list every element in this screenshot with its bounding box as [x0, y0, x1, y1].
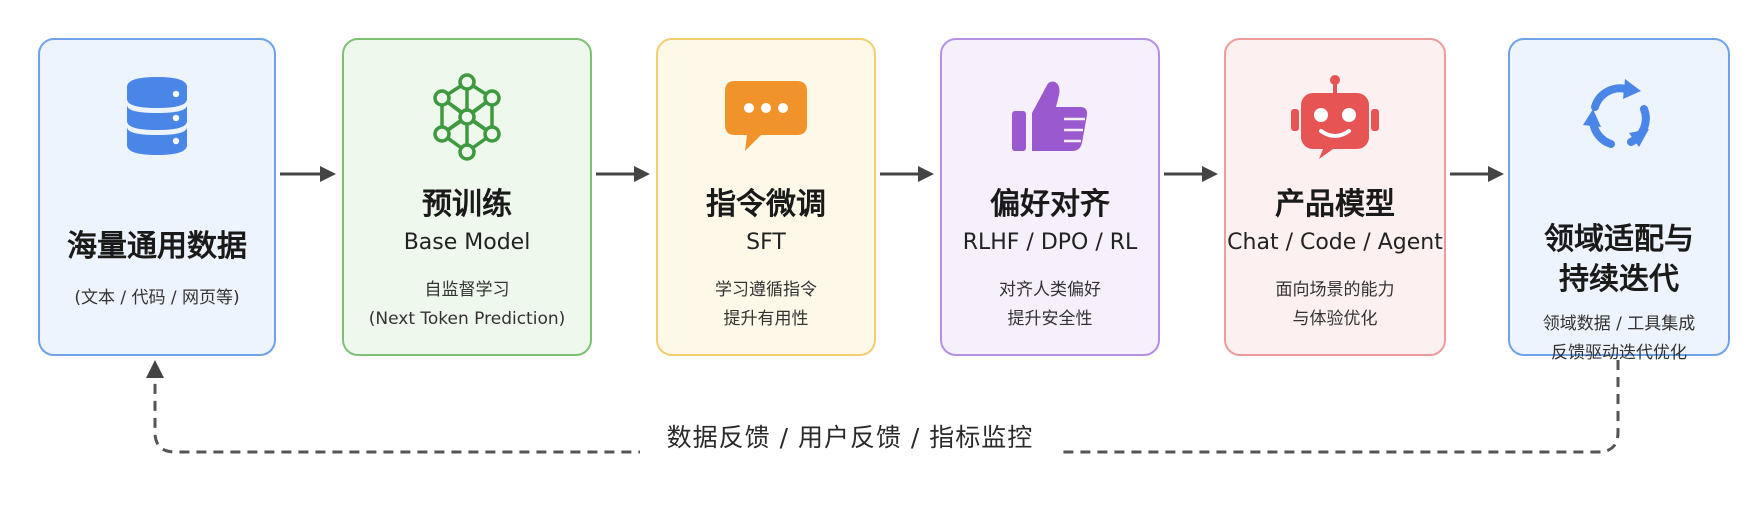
- stage-title: 预训练: [422, 187, 512, 222]
- stage-title-line: 领域适配与: [1544, 222, 1694, 257]
- stage-subtitle: Base Model: [403, 230, 531, 255]
- stage-desc-line: 与体验优化: [1292, 309, 1378, 329]
- stage-desc-line: 反馈驱动迭代优化: [1551, 343, 1687, 363]
- stage-desc-line: 领域数据 / 工具集成: [1542, 314, 1696, 334]
- robot-icon: [1226, 72, 1444, 162]
- stage-desc: 自监督学习 (Next Token Prediction): [344, 276, 590, 334]
- stage-title-line: 持续迭代: [1559, 262, 1679, 297]
- stage-title: 偏好对齐: [990, 187, 1110, 222]
- flow-arrow-3: [880, 166, 934, 182]
- stage-desc: 面向场景的能力 与体验优化: [1226, 276, 1444, 334]
- stage-title: 领域适配与 持续迭代: [1510, 220, 1728, 300]
- stage-card-general-data: 海量通用数据 (文本 / 代码 / 网页等): [38, 38, 276, 356]
- feedback-loop-label: 数据反馈 / 用户反馈 / 指标监控: [640, 418, 1060, 458]
- stage-subtitle: RLHF / DPO / RL: [962, 230, 1138, 255]
- stage-title: 指令微调: [706, 187, 826, 222]
- stage-desc-line: 学习遵循指令: [715, 280, 817, 300]
- stage-card-preference-alignment: 偏好对齐 RLHF / DPO / RL 对齐人类偏好 提升安全性: [940, 38, 1160, 356]
- stage-subtitle: SFT: [746, 230, 786, 255]
- flow-arrow-5: [1450, 166, 1504, 182]
- stage-card-domain-adaptation: 领域适配与 持续迭代 领域数据 / 工具集成 反馈驱动迭代优化: [1508, 38, 1730, 363]
- flow-arrow-4: [1164, 166, 1218, 182]
- stage-desc-line: (Next Token Prediction): [368, 309, 566, 329]
- database-icon: [40, 72, 274, 162]
- stage-desc-line: 对齐人类偏好: [999, 280, 1101, 300]
- stage-card-sft: 指令微调 SFT 学习遵循指令 提升有用性: [656, 38, 876, 356]
- flow-arrow-1: [280, 166, 336, 182]
- stage-title: 海量通用数据: [67, 229, 247, 264]
- thumbs-up-icon: [942, 72, 1158, 162]
- stage-subtitle: Chat / Code / Agent: [1227, 230, 1443, 255]
- stage-desc-line: 面向场景的能力: [1275, 280, 1395, 300]
- refresh-cycle-icon: [1510, 72, 1728, 162]
- chat-bubble-icon: [658, 72, 874, 162]
- stage-desc-line: 自监督学习: [424, 280, 510, 300]
- stage-desc-line: 提升安全性: [1007, 309, 1093, 329]
- neural-network-icon: [344, 72, 590, 162]
- stage-desc: 领域数据 / 工具集成 反馈驱动迭代优化: [1510, 310, 1728, 368]
- stage-card-pretraining: 预训练 Base Model 自监督学习 (Next Token Predict…: [342, 38, 592, 356]
- stage-desc-line: 提升有用性: [723, 309, 809, 329]
- stage-desc-line: (文本 / 代码 / 网页等): [74, 288, 240, 308]
- stage-title: 产品模型: [1275, 187, 1395, 222]
- flow-arrow-2: [596, 166, 650, 182]
- stage-card-product-model: 产品模型 Chat / Code / Agent 面向场景的能力 与体验优化: [1224, 38, 1446, 356]
- stage-desc: 对齐人类偏好 提升安全性: [942, 276, 1158, 334]
- stage-desc: 学习遵循指令 提升有用性: [658, 276, 874, 334]
